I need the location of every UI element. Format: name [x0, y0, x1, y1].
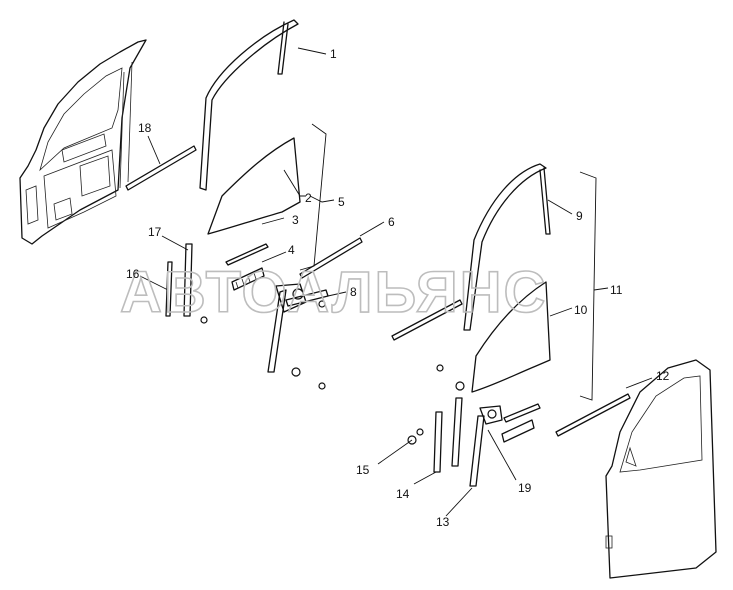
part-13-regulator-rail: [469, 415, 485, 487]
callout-17: 17: [148, 225, 162, 239]
part-12-belt-molding: [555, 393, 631, 437]
part-10-door-glass: [471, 281, 551, 393]
callout-6: 6: [388, 215, 395, 229]
callout-8: 8: [350, 285, 357, 299]
callout-4: 4: [288, 243, 295, 257]
part-6-inner-belt-strip: [299, 237, 363, 279]
leader-lines: [139, 47, 653, 517]
callout-2: 2: [305, 191, 312, 205]
callout-11: 11: [610, 283, 623, 297]
callout-9: 9: [576, 209, 583, 223]
part-14-guide-rail: [433, 411, 443, 473]
callout-19: 19: [518, 481, 532, 495]
callout-1: 1: [330, 47, 337, 61]
watermark-text: АВТОАЛЬЯНС: [120, 260, 547, 325]
part-3-glass-bottom-channel: [225, 243, 269, 266]
right-belt-strip: [391, 299, 463, 341]
left-window-regulator: [267, 283, 329, 390]
right-door-outer-panel: [605, 359, 717, 579]
callout-5: 5: [338, 195, 345, 209]
callout-12: 12: [656, 369, 670, 383]
callout-13: 13: [436, 515, 450, 529]
part-17-guide-rail: [183, 243, 208, 324]
part-19-window-regulator: [436, 364, 541, 467]
callout-15: 15: [356, 463, 370, 477]
callout-18: 18: [138, 121, 152, 135]
callout-16: 16: [126, 267, 140, 281]
part-16-guide-rail: [165, 261, 173, 317]
part-18-belt-molding: [125, 145, 197, 191]
callouts: 1 2 3 4 5 6 8 9 10 11 12 13 14 15 16 17 …: [126, 47, 670, 529]
left-door-inner-panel: [19, 39, 147, 245]
callout-10: 10: [574, 303, 588, 317]
callout-3: 3: [292, 213, 299, 227]
part-1-glass-run-channel: [199, 19, 299, 191]
part-2-door-glass: [207, 137, 301, 235]
callout-14: 14: [396, 487, 410, 501]
part-4-glass-holder: [231, 267, 265, 291]
part-9-glass-run-channel: [463, 163, 551, 331]
